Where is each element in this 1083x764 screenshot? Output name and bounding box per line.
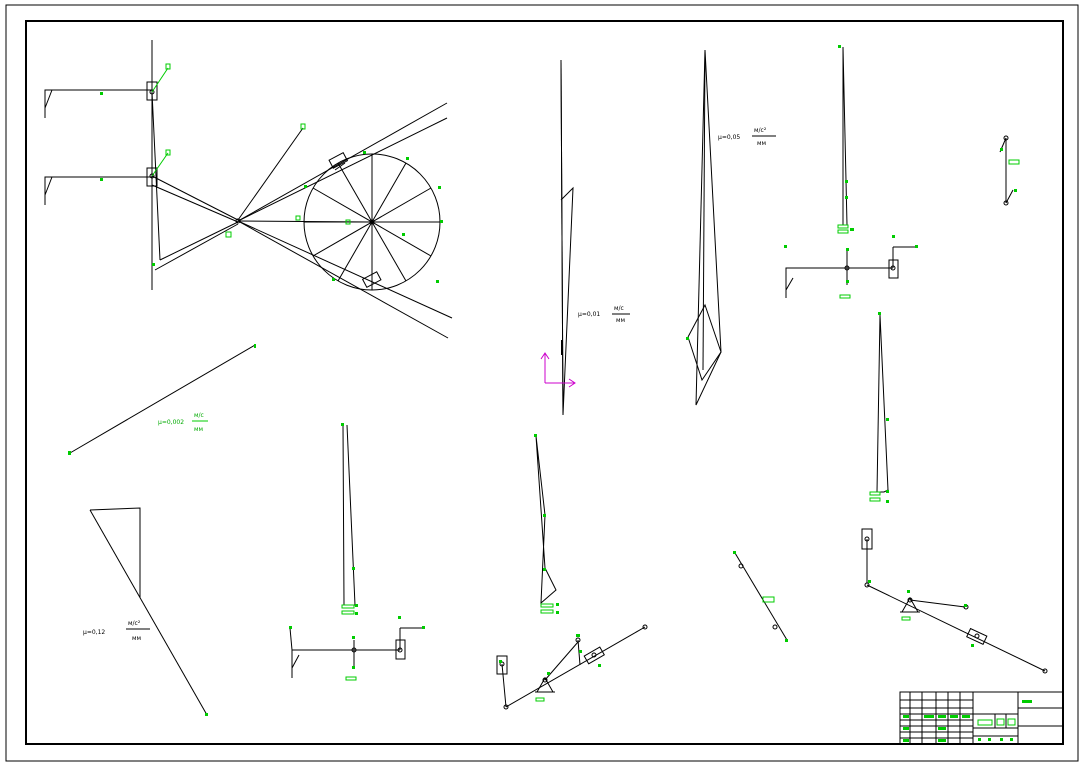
scale-den-2: мм [757,140,766,147]
outer-border [5,4,1079,762]
velocity-plan-1: μ=0,01 м/с мм [540,59,630,416]
scale-num-4: м/с² [128,620,141,627]
scale-num-1: м/с [614,305,624,312]
plan-right [869,312,889,503]
scale-coef-1: μ=0,01 [578,311,600,318]
acceleration-plan-4: μ=0,12 м/с² мм [83,507,208,716]
link-bottom-right [733,551,788,642]
scale-coef-3: μ=0,002 [158,419,184,426]
mechanism-bottom-right [861,528,1048,674]
link-far-right [999,135,1020,206]
acceleration-plan-1: μ=0,05 м/с² мм [686,49,776,406]
scale-den-4: мм [132,635,141,642]
mechanism-diagram [44,40,453,339]
inner-frame [25,20,1064,745]
plan-bottom-center [496,434,648,710]
scale-num-3: м/с [194,412,204,419]
scale-coef-2: μ=0,05 [718,134,740,141]
scale-coef-4: μ=0,12 [83,629,105,636]
plan-bottom-left [289,423,425,681]
scale-den-3: мм [194,426,203,433]
plan-top-right [784,45,918,299]
velocity-plan-3: μ=0,002 м/с мм [68,344,256,455]
scale-den-1: мм [616,317,625,324]
title-block [899,691,1064,745]
scale-num-2: м/с² [754,127,767,134]
